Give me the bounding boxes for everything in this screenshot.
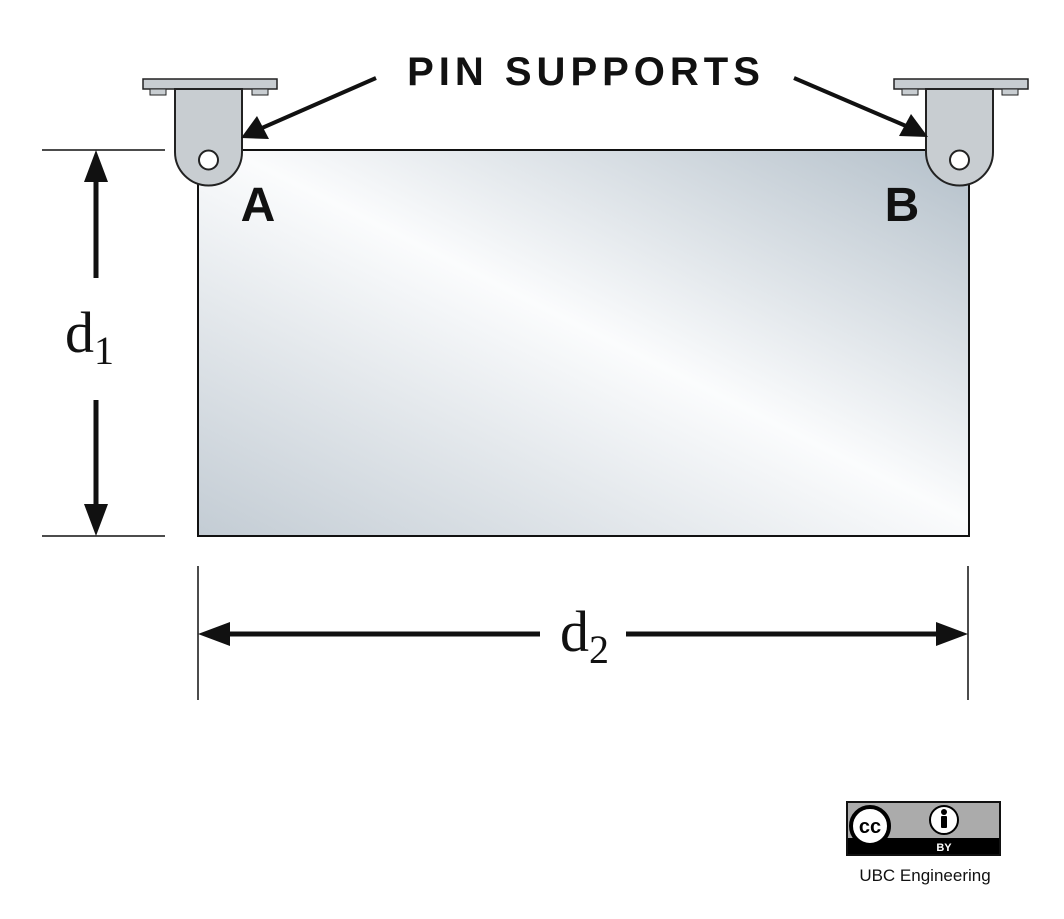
pin-support-b <box>893 78 1029 187</box>
dimension-arrowhead-up <box>84 150 108 182</box>
height-dimension-label: d1 <box>65 300 114 373</box>
pin-support-a <box>142 78 278 187</box>
by-label: BY <box>936 842 952 854</box>
callout-arrow-b <box>793 76 928 137</box>
plate <box>197 149 970 537</box>
support-a-label: A <box>241 179 276 232</box>
cc-by-license-badge[interactable]: cc BY <box>846 801 1001 856</box>
width-dimension-label: d2 <box>560 599 609 672</box>
pin-supports-callout: PIN SUPPORTS <box>407 50 765 94</box>
dimension-arrowhead-left <box>198 622 230 646</box>
width-dimension: d2 <box>197 566 969 700</box>
height-dimension: d1 <box>42 149 165 537</box>
dimension-arrowhead-right <box>936 622 968 646</box>
support-b-label: B <box>885 179 920 232</box>
attribution-icon <box>929 805 959 835</box>
cc-icon: cc <box>849 805 891 847</box>
credit-text: UBC Engineering <box>859 866 991 885</box>
svg-text:cc: cc <box>859 816 881 838</box>
dimension-arrowhead-down <box>84 504 108 536</box>
callout-arrow-a <box>241 76 377 139</box>
